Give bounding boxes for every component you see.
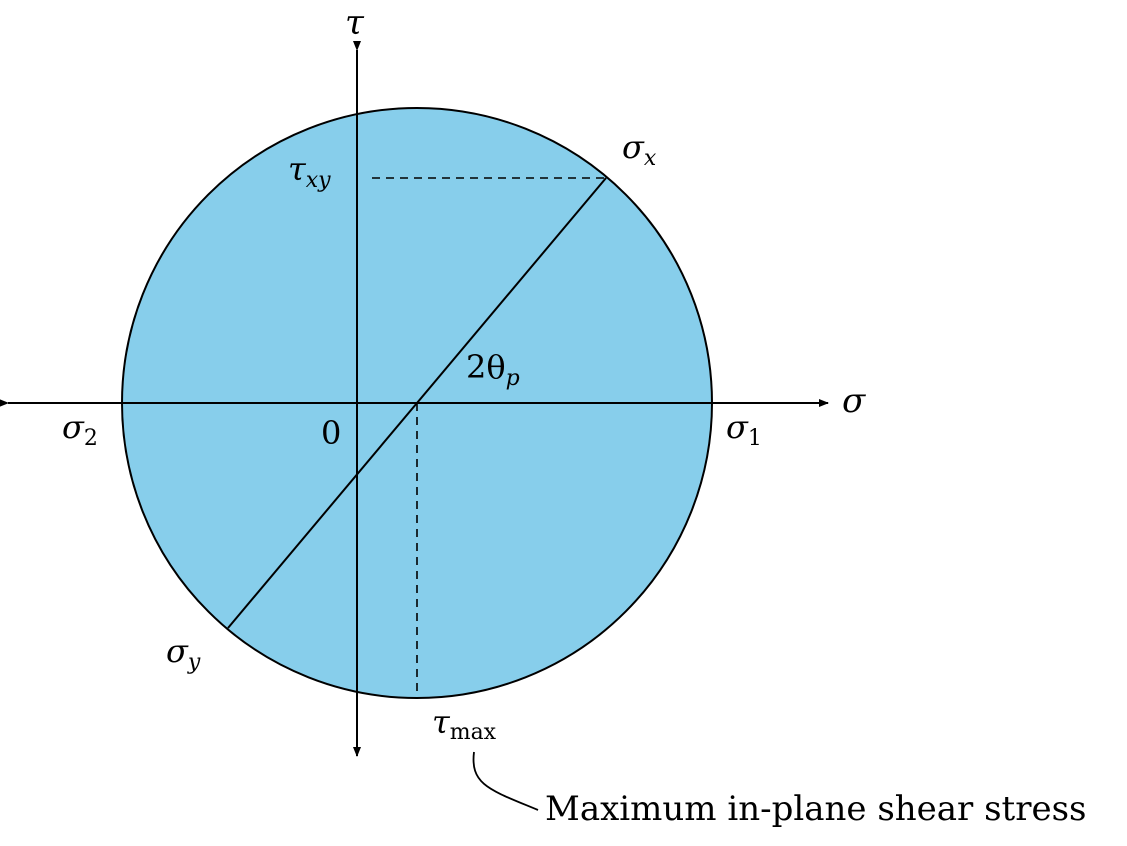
callout-text: Maximum in-plane shear stress — [545, 789, 1087, 829]
sigma-1-label: σ1 — [726, 408, 762, 451]
sigma-axis-label: σ — [842, 381, 866, 421]
sigma-y-label: σy — [166, 632, 201, 675]
tau-axis-label: τ — [345, 3, 365, 43]
sigma-x-label: σx — [622, 128, 657, 171]
angle-2theta-p-label: 2θp — [466, 348, 520, 391]
tau-max-label: τmax — [432, 703, 497, 745]
sigma-2-label: σ2 — [62, 408, 98, 451]
origin-label: 0 — [321, 414, 341, 452]
callout-leader — [472, 751, 539, 811]
tau-xy-label: τxy — [288, 150, 331, 193]
